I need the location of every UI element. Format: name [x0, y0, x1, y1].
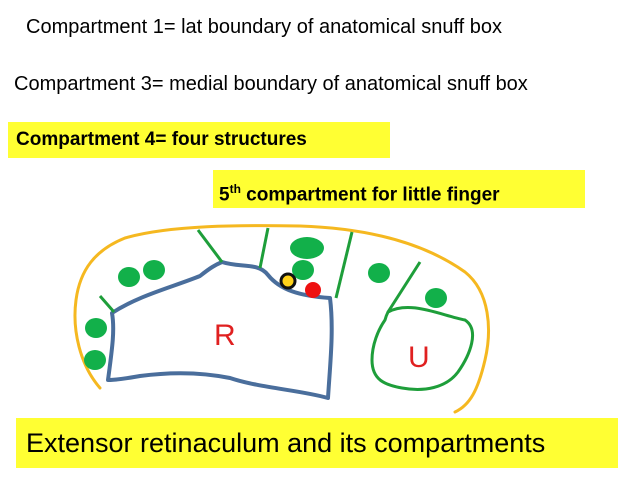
- tendon-dot: [84, 350, 106, 370]
- septum-line: [258, 227, 270, 269]
- septum-line: [196, 229, 224, 263]
- tendon-dot: [85, 318, 107, 338]
- compartment5-superscript: th: [229, 182, 241, 196]
- tendon-dot: [368, 263, 390, 283]
- compartment1-text: Compartment 1= lat boundary of anatomica…: [26, 16, 503, 38]
- compartment5-highlight: 5th compartment for little finger: [213, 170, 585, 208]
- compartment4-text: Compartment 4= four structures: [16, 129, 307, 150]
- nerve-ring: [279, 272, 297, 290]
- tendon-dot: [292, 260, 314, 280]
- septum-line: [334, 231, 354, 299]
- ulna-outline: [370, 305, 475, 391]
- tendon-dot: [425, 288, 447, 308]
- compartment5-text: compartment for little finger: [240, 184, 500, 206]
- ulna-label: U: [408, 341, 430, 374]
- septum-line: [386, 261, 422, 313]
- compartment3-text: Compartment 3= medial boundary of anatom…: [14, 73, 528, 95]
- radius-label: R: [214, 319, 236, 352]
- caption-text: Extensor retinaculum and its compartment…: [26, 428, 546, 458]
- tendon-dot: [143, 260, 165, 280]
- caption-highlight: Extensor retinaculum and its compartment…: [16, 418, 618, 468]
- compartment5-number: 5: [219, 184, 230, 206]
- artery-dot: [305, 282, 321, 298]
- septum-line: [98, 295, 116, 313]
- tendon-dot: [118, 267, 140, 287]
- extensor-retinaculum-outline: [73, 224, 490, 414]
- compartment4-highlight: Compartment 4= four structures: [8, 122, 390, 158]
- tendon-dot: [290, 237, 324, 259]
